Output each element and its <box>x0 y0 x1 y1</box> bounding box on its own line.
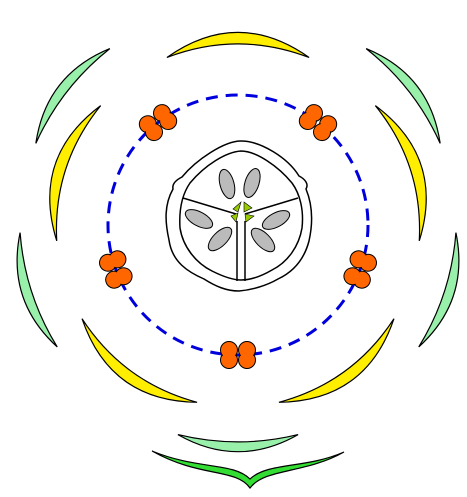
petal-3 <box>279 319 409 423</box>
sepal-3 <box>419 233 467 353</box>
sepal-1 <box>22 38 109 143</box>
sepal-5 <box>4 233 57 353</box>
bract <box>152 451 344 488</box>
bract-layer <box>152 451 344 488</box>
ovary <box>166 141 312 291</box>
petal-1 <box>167 32 309 57</box>
petal-4 <box>67 319 197 423</box>
sepal-2 <box>366 38 453 143</box>
sepal-4 <box>178 435 298 452</box>
